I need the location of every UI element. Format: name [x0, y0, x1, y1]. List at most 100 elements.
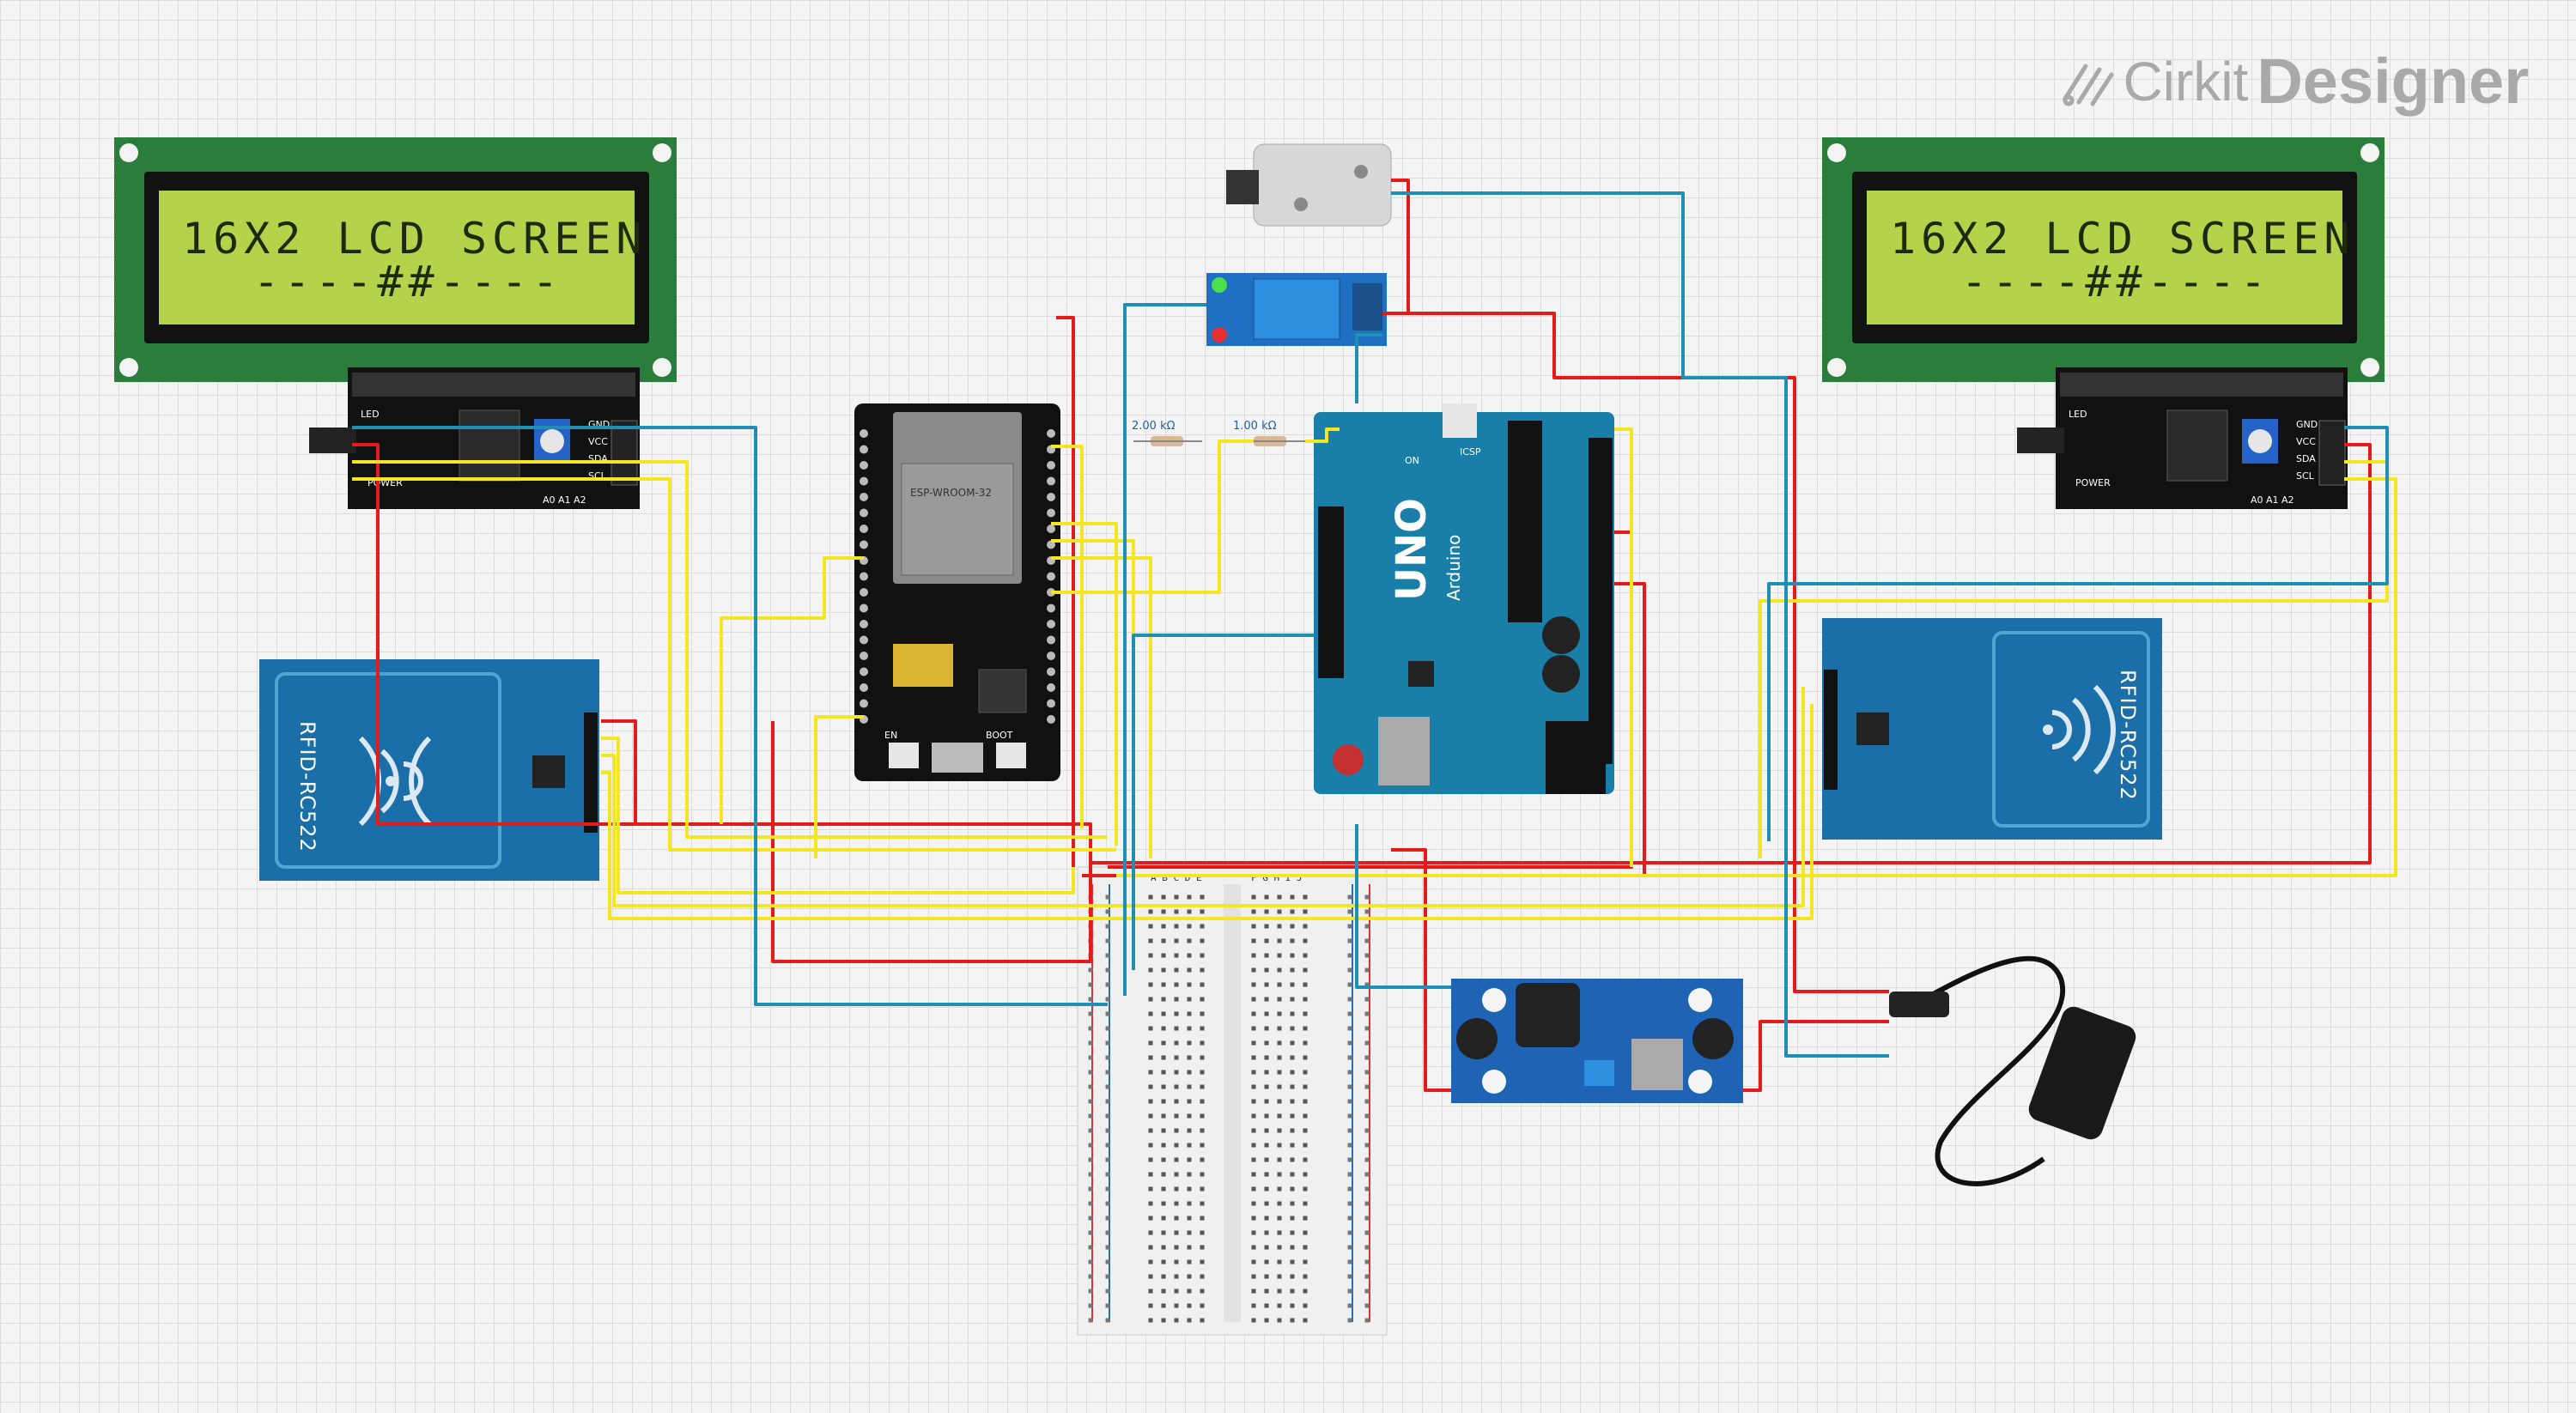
breadboard-hole	[1303, 997, 1308, 1002]
breadboard-hole	[1303, 1113, 1308, 1119]
breadboard-rail-hole	[1105, 938, 1110, 943]
breadboard-hole	[1264, 1084, 1269, 1089]
esp32-pin	[860, 620, 868, 628]
breadboard-hole	[1161, 1172, 1166, 1177]
breadboard-hole	[1187, 1070, 1192, 1075]
breadboard-hole	[1174, 982, 1179, 987]
lcd-left[interactable]: 16X2 LCD SCREEN ----##----	[114, 137, 677, 382]
i2c-module-left[interactable]: GND VCC SDA SCL LED POWER A0 A1 A2	[309, 367, 640, 509]
esp32-pin	[1047, 508, 1055, 518]
breadboard-hole	[1290, 1040, 1295, 1046]
yellow-wire	[352, 477, 1116, 852]
breadboard-hole	[1200, 1040, 1205, 1046]
rfid-left-label: RFID-RC522	[295, 721, 319, 852]
breadboard-holes[interactable]	[1088, 894, 1370, 1323]
breadboard-hole	[1264, 1099, 1269, 1104]
breadboard-hole	[1303, 1084, 1308, 1089]
breadboard-hole	[1200, 1289, 1205, 1294]
breadboard-rail-hole	[1088, 997, 1093, 1002]
breadboard-rail-hole	[1347, 1040, 1352, 1046]
breadboard-hole	[1277, 1157, 1282, 1162]
i2c-left-pin-vcc: VCC	[588, 436, 608, 447]
cirkit-designer-logo: Cirkit Designer	[2060, 45, 2529, 118]
breadboard-hole	[1264, 909, 1269, 914]
breadboard-hole	[1277, 1274, 1282, 1279]
breadboard-hole	[1277, 982, 1282, 987]
breadboard-rail-hole	[1105, 1070, 1110, 1075]
breadboard-hole	[1290, 1070, 1295, 1075]
breadboard-hole	[1290, 1143, 1295, 1148]
i2c-module-right[interactable]: GND VCC SDA SCL LED POWER A0 A1 A2	[2017, 367, 2348, 509]
esp32-pins-left[interactable]	[860, 429, 868, 724]
breadboard-rail-hole	[1347, 1026, 1352, 1031]
breadboard-hole	[1264, 953, 1269, 958]
breadboard-rail-hole	[1364, 1172, 1370, 1177]
breadboard-hole	[1290, 1245, 1295, 1250]
breadboard-hole	[1187, 1026, 1192, 1031]
relay-module[interactable]	[1206, 273, 1387, 346]
esp32-pin	[860, 572, 868, 581]
resistor-2k-label: 2.00 kΩ	[1132, 420, 1176, 433]
arduino-uno[interactable]: UNO Arduino ON ICSP	[1314, 403, 1614, 794]
rfid-left[interactable]: RFID-RC522	[259, 659, 599, 881]
yellow-wire	[1116, 477, 2397, 877]
breadboard-rail-hole	[1347, 1157, 1352, 1162]
power-adapter[interactable]	[1889, 955, 2139, 1186]
lcd-right[interactable]: 16X2 LCD SCREEN ----##----	[1822, 137, 2385, 382]
yellow-wire	[1051, 522, 1118, 846]
breadboard-rail-hole	[1347, 953, 1352, 958]
rfid-right[interactable]: RFID-RC522	[1822, 618, 2162, 840]
breadboard-hole	[1264, 1289, 1269, 1294]
buck-converter[interactable]	[1451, 979, 1743, 1103]
breadboard-hole	[1290, 982, 1295, 987]
breadboard-hole	[1187, 1055, 1192, 1060]
breadboard-hole	[1187, 1084, 1192, 1089]
breadboard-hole	[1303, 1274, 1308, 1279]
breadboard-hole	[1251, 1274, 1256, 1279]
esp32-pins-right[interactable]	[1047, 429, 1055, 724]
breadboard-hole	[1148, 1245, 1153, 1250]
breadboard-hole	[1174, 1128, 1179, 1133]
breadboard-hole	[1277, 1055, 1282, 1060]
breadboard-hole	[1187, 1172, 1192, 1177]
breadboard-hole	[1290, 1186, 1295, 1192]
breadboard-hole	[1187, 1289, 1192, 1294]
esp32-board[interactable]: ESP-WROOM-32 BOOT EN	[854, 403, 1060, 781]
breadboard-hole	[1148, 1026, 1153, 1031]
breadboard-hole	[1303, 1186, 1308, 1192]
breadboard-rail-hole	[1364, 1274, 1370, 1279]
breadboard-hole	[1277, 1070, 1282, 1075]
breadboard-rail-hole	[1088, 1201, 1093, 1206]
breadboard-hole	[1264, 938, 1269, 943]
resistor-2k[interactable]: 2.00 kΩ	[1132, 420, 1202, 446]
breadboard-hole	[1200, 1128, 1205, 1133]
resistor-1k[interactable]: 1.00 kΩ	[1233, 420, 1305, 446]
wires[interactable]	[352, 179, 2397, 1092]
breadboard-hole	[1148, 967, 1153, 973]
breadboard-hole	[1251, 1230, 1256, 1235]
esp32-pin	[1047, 715, 1055, 724]
breadboard-hole	[1148, 997, 1153, 1002]
breadboard[interactable]: A B C D E F G H I J	[1077, 866, 1388, 1336]
breadboard-hole	[1277, 1026, 1282, 1031]
breadboard-rail-hole	[1105, 1274, 1110, 1279]
breadboard-hole	[1148, 1070, 1153, 1075]
breadboard-hole	[1200, 1318, 1205, 1323]
breadboard-hole	[1161, 1216, 1166, 1221]
breadboard-hole	[1251, 953, 1256, 958]
arduino-model-label: UNO	[1388, 498, 1436, 601]
breadboard-hole	[1290, 1084, 1295, 1089]
breadboard-rail-hole	[1347, 967, 1352, 973]
breadboard-hole	[1264, 1011, 1269, 1016]
breadboard-hole	[1290, 1318, 1295, 1323]
breadboard-hole	[1187, 1099, 1192, 1104]
solenoid-lock[interactable]	[1226, 143, 1392, 227]
breadboard-rail-hole	[1347, 894, 1352, 900]
yellow-wire	[814, 715, 864, 858]
breadboard-hole	[1251, 1011, 1256, 1016]
breadboard-hole	[1200, 1303, 1205, 1308]
breadboard-hole	[1303, 982, 1308, 987]
breadboard-rail-hole	[1088, 1070, 1093, 1075]
breadboard-hole	[1148, 1216, 1153, 1221]
